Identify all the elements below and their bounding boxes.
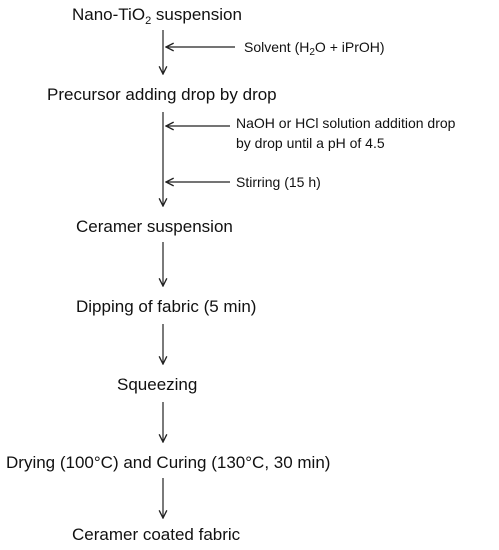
side-input-ph-line-1: NaOH or HCl solution addition drop	[236, 115, 456, 131]
step-dipping-of-fabric: Dipping of fabric (5 min)	[76, 297, 257, 316]
step-drying-and-curing: Drying (100°C) and Curing (130°C, 30 min…	[6, 453, 331, 472]
side-input-solvent: Solvent (H2O + iPrOH)	[244, 39, 385, 58]
side-input-stirring: Stirring (15 h)	[236, 174, 321, 190]
step-nano-tio2-suspension: Nano-TiO2 suspension	[72, 5, 242, 27]
step-ceramer-suspension: Ceramer suspension	[76, 217, 233, 236]
side-input-ph-line-2: by drop until a pH of 4.5	[236, 135, 385, 151]
step-precursor-adding: Precursor adding drop by drop	[47, 85, 277, 104]
step-squeezing: Squeezing	[117, 375, 198, 394]
step-ceramer-coated-fabric: Ceramer coated fabric	[72, 525, 241, 544]
